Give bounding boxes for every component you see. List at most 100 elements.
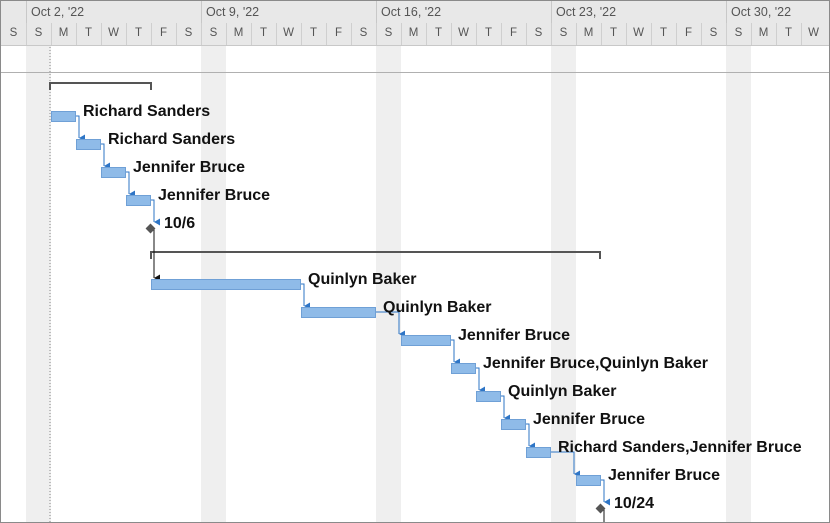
day-label: S xyxy=(9,27,18,39)
task-bar[interactable] xyxy=(576,475,601,486)
day-divider xyxy=(376,23,377,45)
day-label: W xyxy=(283,27,294,39)
day-divider xyxy=(201,23,202,45)
resource-label: Richard Sanders xyxy=(108,131,236,148)
day-label: T xyxy=(609,27,618,39)
day-divider xyxy=(501,23,502,45)
weekend-column xyxy=(551,1,576,522)
task-bar[interactable] xyxy=(76,139,101,150)
day-divider xyxy=(601,23,602,45)
day-divider xyxy=(301,23,302,45)
day-divider xyxy=(626,23,627,45)
day-label: F xyxy=(334,27,343,39)
day-label: S xyxy=(209,27,218,39)
day-label: W xyxy=(108,27,119,39)
task-bar[interactable] xyxy=(501,419,526,430)
week-label: Oct 16, '22 xyxy=(381,5,442,19)
day-divider xyxy=(576,23,577,45)
task-bar[interactable] xyxy=(526,447,551,458)
day-label: W xyxy=(808,27,819,39)
day-divider xyxy=(526,23,527,45)
day-label: T xyxy=(784,27,793,39)
resource-label: Jennifer Bruce xyxy=(458,327,571,344)
day-label: S xyxy=(709,27,718,39)
week-label: Oct 9, '22 xyxy=(206,5,260,19)
empty-row xyxy=(1,46,829,73)
resource-label: Jennifer Bruce xyxy=(608,467,721,484)
task-bar[interactable] xyxy=(476,391,501,402)
day-divider xyxy=(326,23,327,45)
resource-label: Jennifer Bruce,Quinlyn Baker xyxy=(483,355,708,372)
day-label: S xyxy=(559,27,568,39)
day-label: T xyxy=(259,27,268,39)
day-divider xyxy=(276,23,277,45)
day-divider xyxy=(451,23,452,45)
day-divider xyxy=(26,23,27,45)
task-bar[interactable] xyxy=(101,167,126,178)
day-label: F xyxy=(509,27,518,39)
task-bar[interactable] xyxy=(126,195,151,206)
day-label: T xyxy=(134,27,143,39)
task-bar[interactable] xyxy=(451,363,476,374)
day-divider xyxy=(776,23,777,45)
day-divider xyxy=(476,23,477,45)
task-bar[interactable] xyxy=(51,111,76,122)
day-divider xyxy=(551,23,552,45)
milestone-date-label: 10/6 xyxy=(164,215,196,232)
resource-label: Quinlyn Baker xyxy=(383,299,492,316)
week-label: Oct 30, '22 xyxy=(731,5,792,19)
day-label: F xyxy=(159,27,168,39)
week-divider xyxy=(26,1,27,23)
day-divider xyxy=(676,23,677,45)
day-label: S xyxy=(384,27,393,39)
week-divider xyxy=(376,1,377,23)
day-label: W xyxy=(458,27,469,39)
weekend-column xyxy=(26,1,51,522)
day-divider xyxy=(726,23,727,45)
day-label: T xyxy=(484,27,493,39)
day-divider xyxy=(651,23,652,45)
day-divider xyxy=(351,23,352,45)
task-bar[interactable] xyxy=(301,307,376,318)
day-label: M xyxy=(408,27,419,39)
day-label: T xyxy=(434,27,443,39)
task-bar[interactable] xyxy=(401,335,451,346)
day-label: T xyxy=(84,27,93,39)
task-bar[interactable] xyxy=(151,279,301,290)
day-divider xyxy=(76,23,77,45)
day-divider xyxy=(401,23,402,45)
day-label: W xyxy=(633,27,644,39)
day-divider xyxy=(226,23,227,45)
day-label: T xyxy=(309,27,318,39)
day-label: S xyxy=(734,27,743,39)
day-divider xyxy=(251,23,252,45)
day-label: M xyxy=(758,27,769,39)
day-divider xyxy=(101,23,102,45)
day-label: M xyxy=(58,27,69,39)
resource-label: Quinlyn Baker xyxy=(508,383,617,400)
day-label: T xyxy=(659,27,668,39)
week-label: Oct 2, '22 xyxy=(31,5,85,19)
weekend-column xyxy=(201,1,226,522)
resource-label: Quinlyn Baker xyxy=(308,271,417,288)
resource-label: Jennifer Bruce xyxy=(158,187,271,204)
week-label: Oct 23, '22 xyxy=(556,5,617,19)
timescale-weeks[interactable]: Oct 2, '22 Oct 9, '22 Oct 16, '22 Oct 23… xyxy=(1,1,829,24)
day-label: M xyxy=(233,27,244,39)
day-divider xyxy=(426,23,427,45)
day-label: S xyxy=(534,27,543,39)
day-label: F xyxy=(684,27,693,39)
week-divider xyxy=(201,1,202,23)
day-divider xyxy=(126,23,127,45)
resource-label: Jennifer Bruce xyxy=(533,411,646,428)
milestone-date-label: 10/24 xyxy=(614,495,655,512)
day-label: S xyxy=(184,27,193,39)
summary-bar xyxy=(49,82,152,90)
resource-label: Richard Sanders,Jennifer Bruce xyxy=(558,439,802,456)
day-divider xyxy=(51,23,52,45)
day-divider xyxy=(751,23,752,45)
day-label: S xyxy=(359,27,368,39)
